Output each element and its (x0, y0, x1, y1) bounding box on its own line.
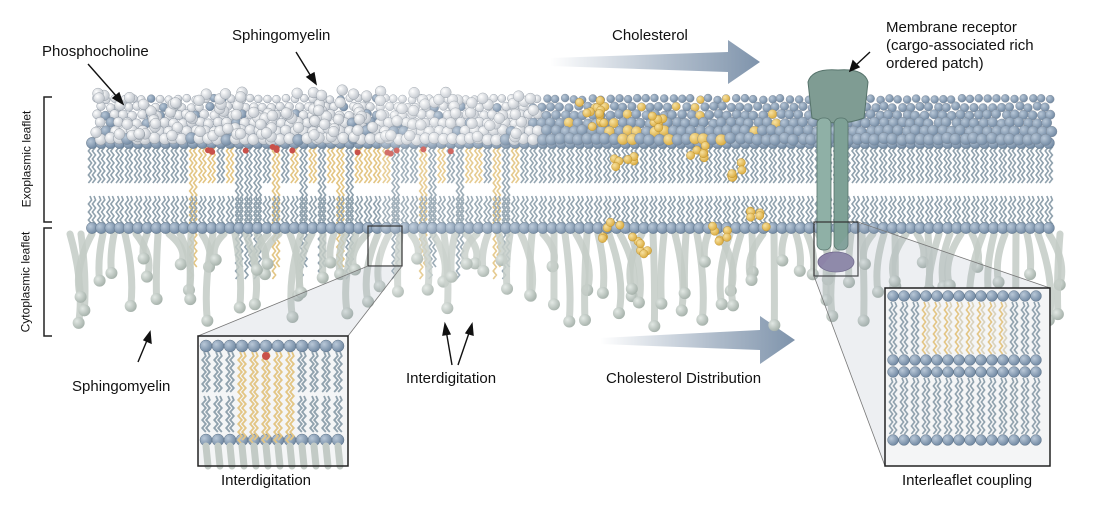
pointer-arrows (87, 51, 871, 366)
label-receptor-line2: (cargo-associated rich (886, 37, 1034, 54)
label-interleaflet-coupling: Interleaflet coupling (901, 472, 1033, 489)
label-phosphocholine: Phosphocholine (42, 43, 149, 60)
inset-interleaflet-coupling (885, 288, 1050, 466)
cholesterol-distribution-arrow (600, 316, 795, 364)
exoplasmic-bracket (43, 96, 52, 223)
label-receptor-line1: Membrane receptor (886, 19, 1017, 36)
zoom-source-left (367, 225, 403, 267)
cholesterol-arrow (550, 40, 760, 84)
label-receptor-line3: ordered patch) (886, 55, 984, 72)
label-cytoplasmic-leaflet: Cytoplasmic leaflet (18, 231, 33, 333)
label-sphingomyelin-top: Sphingomyelin (232, 27, 331, 44)
label-interdigitation-center: Interdigitation (406, 370, 497, 387)
zoom-fan-left (198, 266, 402, 336)
label-cholesterol-distribution: Cholesterol Distribution (606, 370, 762, 387)
inset-interdigitation (198, 336, 348, 470)
label-interdigitation-inset: Interdigitation (220, 472, 312, 489)
label-exoplasmic-leaflet: Exoplasmic leaflet (19, 110, 34, 208)
membrane-receptor-icon (807, 69, 869, 273)
label-sphingomyelin-bottom: Sphingomyelin (72, 378, 171, 395)
zoom-source-right (813, 221, 859, 277)
label-membrane-receptor: Membrane receptor (cargo-associated rich… (886, 19, 1034, 73)
label-cholesterol: Cholesterol (612, 27, 688, 44)
cytoplasmic-bracket (43, 227, 52, 337)
